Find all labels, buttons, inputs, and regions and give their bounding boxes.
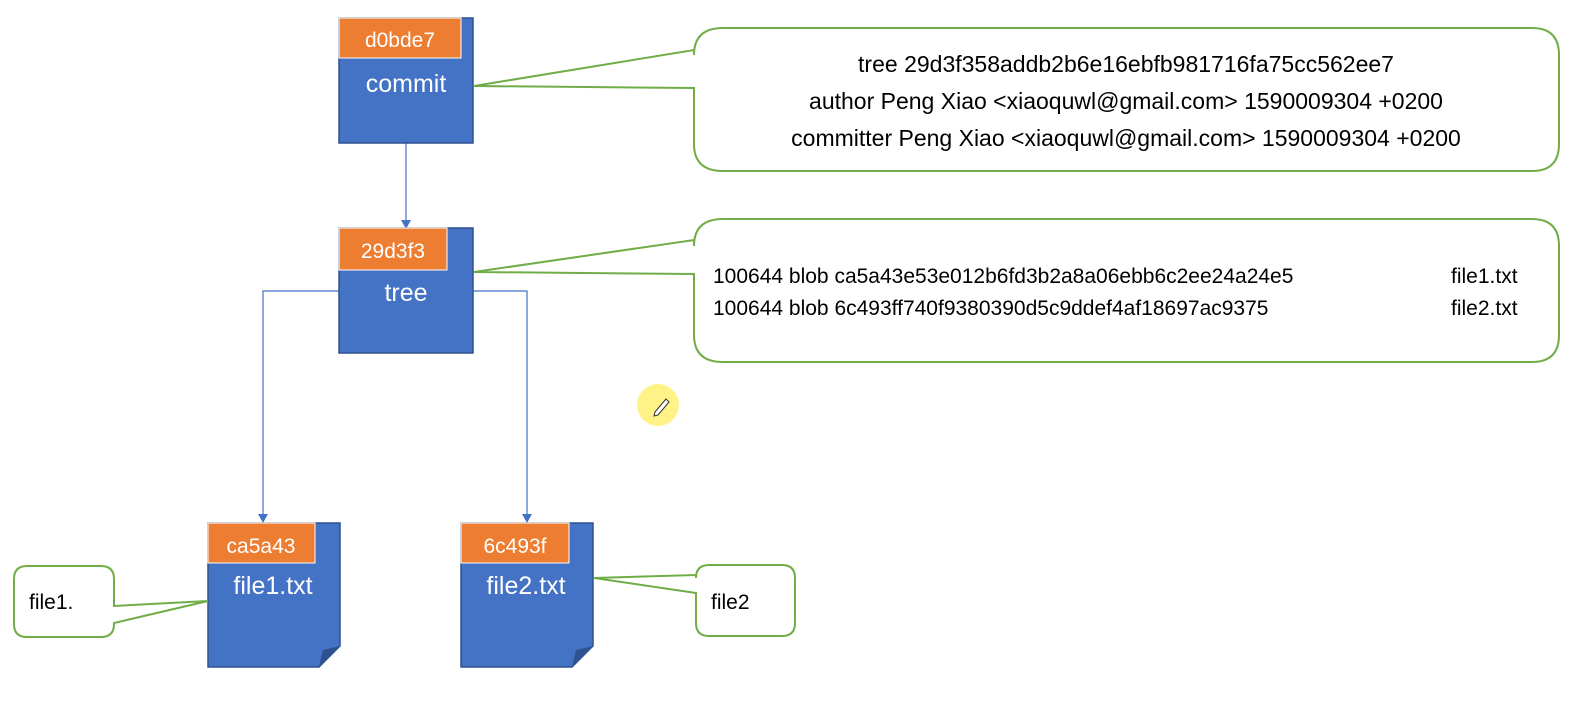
blob1-label: file1.txt: [233, 572, 312, 600]
commit-callout-committer-line: committer Peng Xiao <xiaoquwl@gmail.com>…: [791, 125, 1461, 151]
tree-hash: 29d3f3: [361, 240, 425, 263]
arrowhead-blob1: [258, 514, 268, 523]
commit-hash-tab: [338, 17, 462, 59]
commit-callout-bubble: [473, 27, 1560, 172]
blob1-callout: file1.: [13, 565, 209, 638]
blob2-callout-bubble: [593, 564, 796, 637]
arrowhead-blob2: [522, 514, 532, 523]
tree-hash-tab: [338, 227, 448, 271]
tree-entry-1-object: 100644 blob ca5a43e53e012b6fd3b2a8a06ebb…: [713, 265, 1293, 288]
edge-tree-to-blob1: [262, 290, 339, 516]
tree-callout-bubble: [473, 218, 1560, 363]
blob2-hash-tab: [460, 522, 570, 564]
edges: [258, 143, 532, 523]
tree-node: 29d3f3 tree: [338, 227, 474, 354]
blob1-hash: ca5a43: [227, 535, 296, 558]
cursor-highlight: [637, 384, 679, 426]
commit-label: commit: [366, 70, 447, 98]
blob2-dogear-icon: [572, 646, 593, 667]
tree-entry-2-name: file2.txt: [1451, 297, 1518, 320]
commit-callout-author-line: author Peng Xiao <xiaoquwl@gmail.com> 15…: [809, 88, 1443, 114]
blob2-callout: file2: [593, 564, 796, 637]
blob2-label: file2.txt: [486, 572, 565, 600]
pencil-glyph: [653, 398, 670, 417]
edge-tree-to-blob2: [473, 290, 528, 516]
commit-callout-tree-line: tree 29d3f358addb2b6e16ebfb981716fa75cc5…: [858, 51, 1394, 77]
blob1-callout-bubble: [13, 565, 209, 638]
pencil-cursor-icon: [637, 384, 679, 426]
blob1-node: ca5a43 file1.txt: [207, 522, 341, 668]
tree-callout: 100644 blob ca5a43e53e012b6fd3b2a8a06ebb…: [473, 218, 1560, 363]
arrowhead-tree: [401, 220, 411, 229]
blob2-callout-text: file2: [711, 591, 750, 614]
tree-entry-1-name: file1.txt: [1451, 265, 1518, 288]
commit-callout: tree 29d3f358addb2b6e16ebfb981716fa75cc5…: [473, 27, 1560, 172]
blob1-dogear-icon: [319, 646, 340, 667]
blob2-hash: 6c493f: [483, 535, 546, 558]
blob2-node: 6c493f file2.txt: [460, 522, 594, 668]
commit-node: d0bde7 commit: [338, 17, 474, 144]
tree-label: tree: [384, 279, 427, 307]
commit-hash: d0bde7: [365, 29, 435, 52]
tree-entry-2-object: 100644 blob 6c493ff740f9380390d5c9ddef4a…: [713, 297, 1268, 320]
blob1-hash-tab: [207, 522, 316, 564]
blob1-callout-text: file1.: [29, 591, 73, 614]
